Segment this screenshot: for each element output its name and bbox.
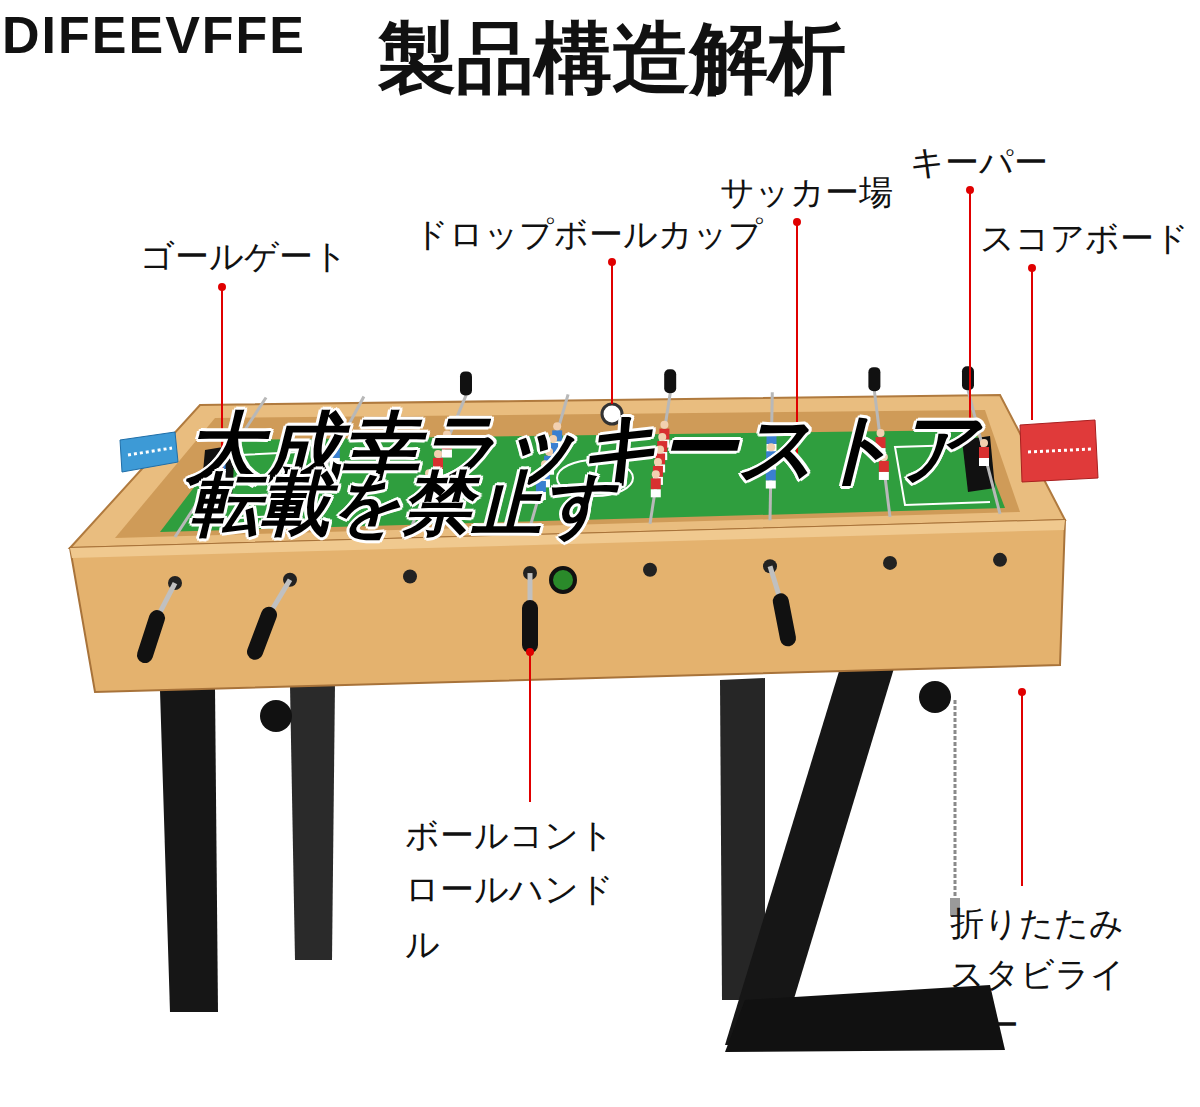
part-label: ボールコントロールハンドル bbox=[405, 808, 646, 971]
leader-line bbox=[969, 190, 971, 440]
leader-dot bbox=[527, 649, 533, 655]
watermark-text: 転載を禁止す bbox=[186, 462, 631, 546]
adjust-knob bbox=[260, 700, 292, 732]
rod-hole bbox=[993, 553, 1007, 567]
table-leg bbox=[160, 688, 218, 1012]
leader-line bbox=[1021, 692, 1023, 886]
score-beads bbox=[1028, 449, 1092, 452]
page-title: 製品構造解析 bbox=[378, 12, 846, 106]
rod-hole bbox=[643, 563, 657, 577]
part-label: 折りたたみスタビライザー bbox=[950, 898, 1157, 1051]
handle-grip bbox=[781, 601, 788, 638]
handles bbox=[145, 553, 1007, 655]
rod-knob bbox=[962, 366, 974, 390]
front-panel bbox=[70, 520, 1065, 692]
rod-hole bbox=[883, 556, 897, 570]
part-label: サッカー場 bbox=[720, 172, 893, 213]
handle-grip bbox=[522, 608, 538, 645]
leader-dot bbox=[794, 219, 800, 225]
rod-knob bbox=[664, 369, 676, 393]
leader-dot bbox=[609, 259, 615, 265]
handle-grip bbox=[145, 618, 157, 655]
table-leg bbox=[725, 665, 895, 1045]
table-leg bbox=[290, 683, 335, 960]
leader-dot bbox=[1019, 689, 1025, 695]
rod-knob bbox=[460, 371, 472, 395]
part-label: ゴールゲート bbox=[140, 236, 348, 277]
part-label: キーパー bbox=[910, 142, 1048, 183]
leader-line bbox=[1031, 268, 1033, 420]
score-board bbox=[1020, 420, 1098, 482]
part-label: スコアボード bbox=[980, 218, 1189, 259]
leader-dot bbox=[1029, 265, 1035, 271]
stabilizer-chain bbox=[954, 700, 957, 900]
leader-line bbox=[529, 652, 531, 802]
leader-dot bbox=[219, 284, 225, 290]
leader-dot bbox=[967, 187, 973, 193]
brand-name: DIFEEVFFE bbox=[2, 4, 306, 66]
rod-knob bbox=[868, 367, 880, 391]
rod-hole bbox=[403, 569, 417, 583]
part-label: ドロップボールカップ bbox=[414, 214, 763, 255]
leader-line bbox=[611, 262, 613, 404]
handle-grip bbox=[255, 615, 269, 652]
adjust-knob bbox=[919, 681, 951, 713]
score-beads bbox=[128, 448, 172, 455]
ball-return bbox=[551, 568, 575, 592]
score-board bbox=[120, 432, 178, 472]
